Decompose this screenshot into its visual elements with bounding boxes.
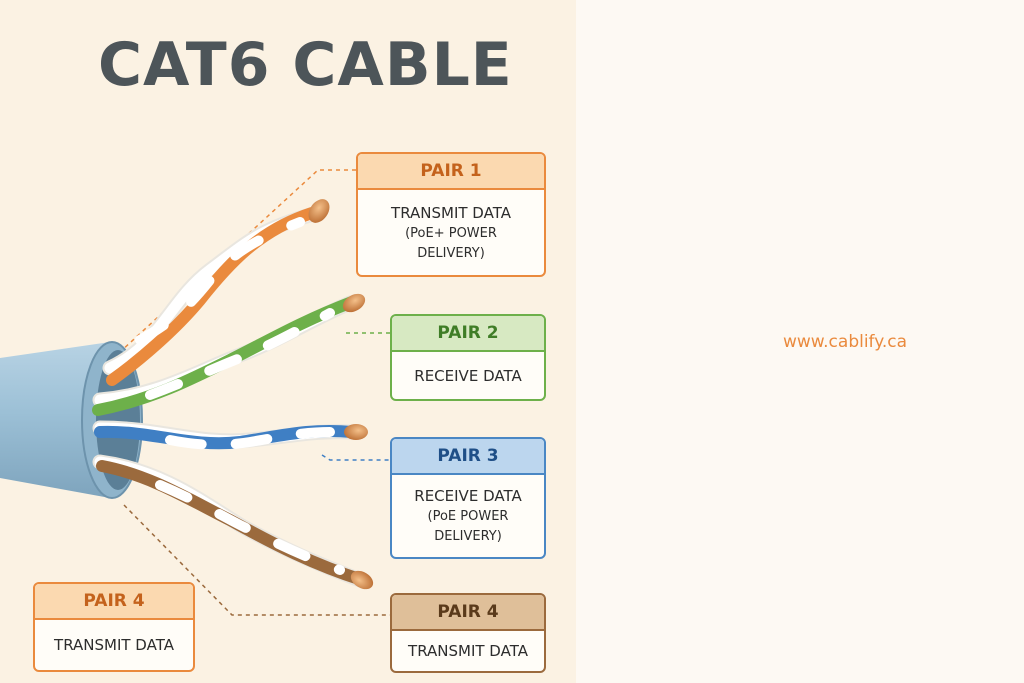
pair3-wires [92,420,368,450]
pair1-description: TRANSMIT DATA (PoE+ POWER DELIVERY) [358,190,544,275]
pair4-left-heading: PAIR 4 [35,584,193,620]
pair2-callout: PAIR 2 RECEIVE DATA [390,314,546,401]
cable-jacket [0,341,143,499]
pair4-wires [92,454,374,590]
pair1-callout: PAIR 1 TRANSMIT DATA (PoE+ POWER DELIVER… [356,152,546,277]
pair4-callout: PAIR 4 TRANSMIT DATA [390,593,546,673]
pair1-line1: TRANSMIT DATA [391,203,511,222]
pair3-copper-tip [344,424,368,440]
website-link[interactable]: www.cablify.ca [783,332,908,352]
pair1-wires [102,199,330,386]
pair3-connector [321,454,390,461]
pair1-line2: (PoE+ POWER [405,225,497,241]
pair4-connector [123,504,390,616]
pair1-heading: PAIR 1 [358,154,544,190]
pair1-line3: DELIVERY) [417,245,485,261]
pair2-description: RECEIVE DATA [392,352,544,399]
pair2-heading: PAIR 2 [392,316,544,352]
pair4-heading: PAIR 4 [392,595,544,631]
pair2-copper-tip [342,293,366,313]
pair3-line3: DELIVERY) [434,529,502,544]
pair3-description: RECEIVE DATA (PoE POWER DELIVERY) [392,475,544,557]
pair3-callout: PAIR 3 RECEIVE DATA (PoE POWER DELIVERY) [390,437,546,559]
pair4-left-line1: TRANSMIT DATA [54,636,174,654]
pair4-copper-tip [350,570,374,590]
pair1-copper-tip [308,199,330,223]
pair4-description: TRANSMIT DATA [392,631,544,671]
page-title: CAT6 CABLE [98,30,513,100]
pair4-left-description: TRANSMIT DATA [35,620,193,670]
pair3-line2: (PoE POWER [427,509,509,524]
pair3-heading: PAIR 3 [392,439,544,475]
pair2-wires [92,293,366,416]
pair4-left-callout: PAIR 4 TRANSMIT DATA [33,582,195,672]
pair2-line1: RECEIVE DATA [414,366,522,385]
pair4-line1: TRANSMIT DATA [408,642,528,660]
pair3-line1: RECEIVE DATA [414,487,522,505]
